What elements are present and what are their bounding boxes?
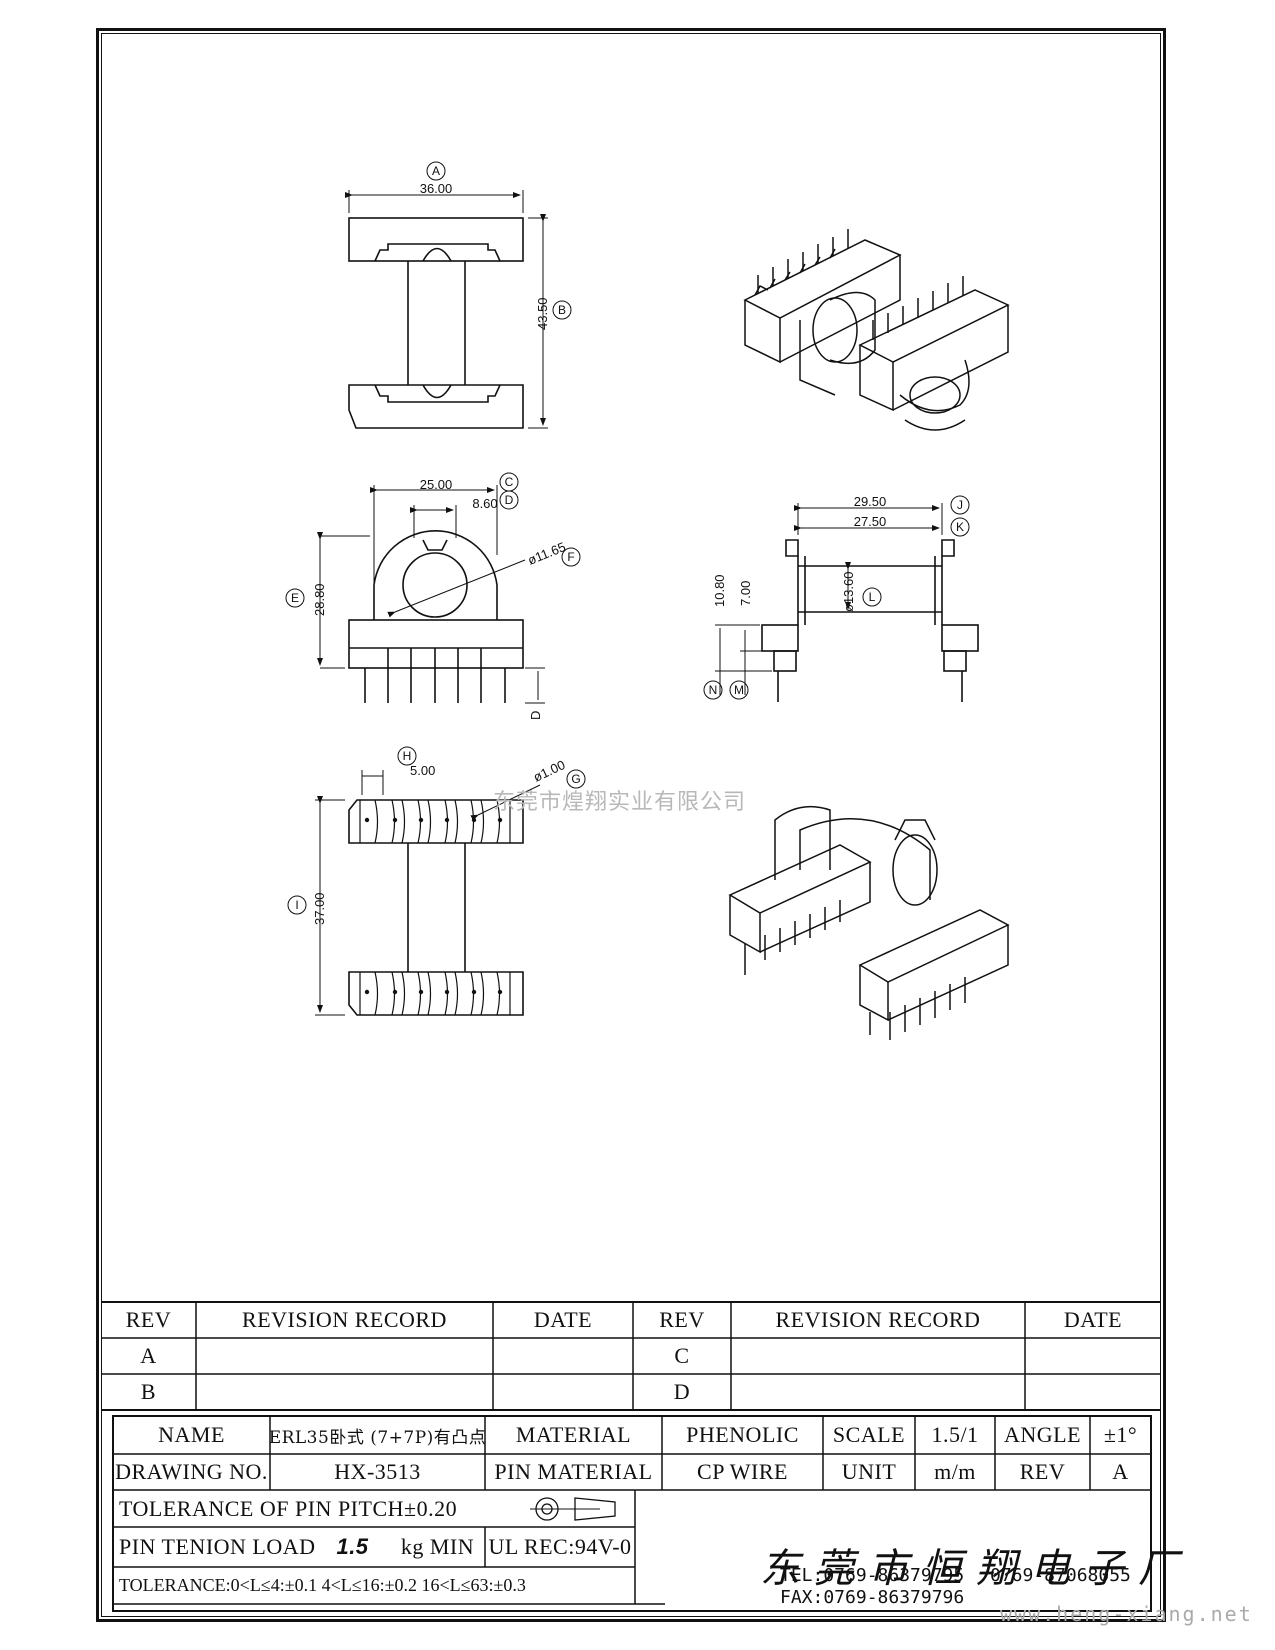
bottom-view	[315, 770, 541, 1016]
drawing-no-label: DRAWING NO.	[115, 1459, 268, 1484]
balloon-B: B	[558, 303, 566, 317]
pin-slots-top	[359, 799, 511, 844]
balloon-F: F	[567, 550, 574, 564]
dim-value-L: ø13.60	[841, 572, 856, 612]
isometric-view-top	[743, 229, 1010, 431]
drawing-frame-inner	[101, 33, 1161, 1617]
title-block-grid	[101, 1301, 1161, 1612]
revision-record-header-right: REVISION RECORD	[775, 1307, 981, 1332]
scale-label: SCALE	[832, 1422, 906, 1447]
dim-value-C: 25.00	[420, 477, 453, 492]
watermark-text: 东莞市煌翔实业有限公司	[493, 790, 747, 815]
dim-value-J: 29.50	[854, 494, 887, 509]
website-watermark: www.heng-xiang.net	[1000, 1602, 1253, 1626]
dim-value-H: 5.00	[410, 763, 435, 778]
pin-tension-value: 1.5	[336, 1534, 369, 1559]
rev-header-right: REV	[659, 1307, 705, 1332]
angle-value: ±1°	[1103, 1422, 1138, 1447]
drawing-frame-outer	[96, 28, 1166, 1622]
isometric-view-bottom	[728, 805, 1010, 1040]
pin-material-label: PIN MATERIAL	[494, 1459, 653, 1484]
tel-number-2: 0769-87068055	[990, 1565, 1131, 1586]
dim-value-G: ø1.00	[531, 757, 567, 785]
scale-value: 1.5/1	[931, 1422, 979, 1447]
rev-row-c: C	[674, 1343, 690, 1368]
dim-value-N: 10.80	[712, 574, 727, 607]
unit-label: UNIT	[841, 1459, 897, 1484]
dim-value-F: ø11.65	[526, 539, 568, 568]
projection-symbol	[530, 1497, 616, 1521]
balloon-H: H	[403, 749, 412, 763]
dim-value-E: 28.80	[312, 583, 327, 616]
balloon-C: C	[505, 475, 514, 489]
top-view	[345, 190, 548, 429]
material-value: PHENOLIC	[686, 1422, 799, 1447]
pin-material-value: CP WIRE	[697, 1459, 788, 1484]
pin-tension-unit: kg MIN	[400, 1534, 475, 1559]
rev-row-d: D	[673, 1379, 691, 1404]
name-label: NAME	[158, 1422, 225, 1447]
balloon-G: G	[571, 772, 580, 786]
angle-label: ANGLE	[1003, 1422, 1082, 1447]
date-header-left: DATE	[533, 1307, 593, 1332]
rev-header-left: REV	[125, 1307, 172, 1332]
dim-value-K: 27.50	[854, 514, 887, 529]
tel-number: TEL:0769-86379795	[780, 1565, 965, 1586]
dimension-balloons	[285, 161, 970, 915]
balloon-J: J	[957, 498, 963, 512]
rev-row-a: A	[140, 1343, 157, 1368]
balloon-K: K	[956, 520, 964, 534]
fax-number: FAX:0769-86379796	[780, 1587, 965, 1608]
balloon-L: L	[869, 590, 876, 604]
dimension-values: 36.00 25.00 8.60 ø11.65 5.00 ø1.00 29.50…	[312, 181, 886, 925]
name-value: ERL35卧式 (7+7P)有凸点	[270, 1427, 485, 1448]
tolerance-line: TOLERANCE:0<L≤4:±0.1 4<L≤16:±0.2 16<L≤63…	[119, 1575, 526, 1595]
material-label: MATERIAL	[515, 1422, 632, 1447]
balloon-A: A	[432, 164, 440, 178]
dim-value-M: 7.00	[738, 581, 753, 606]
pin-tension-label: PIN TENION LOAD	[119, 1534, 316, 1559]
balloon-N: N	[709, 683, 718, 697]
balloon-M: M	[734, 683, 744, 697]
balloon-D: D	[505, 493, 514, 507]
balloon-E: E	[291, 591, 299, 605]
rev-value: A	[1112, 1459, 1129, 1484]
dim-value-A: 36.00	[420, 181, 453, 196]
dim-label-D-pin: D	[528, 711, 543, 720]
rev-row-b: B	[140, 1379, 157, 1404]
company-name: 东莞市恒翔电子厂	[760, 1546, 1192, 1592]
dim-value-I: 37.00	[312, 892, 327, 925]
balloon-letters: A B C D F E H G I J K L N M	[291, 164, 964, 912]
dim-value-B: 43.50	[535, 297, 550, 330]
pin-holes	[364, 817, 503, 995]
tolerance-pin-pitch: TOLERANCE OF PIN PITCH±0.20	[119, 1495, 458, 1521]
front-view	[317, 485, 545, 704]
dim-value-D: 8.60	[472, 496, 497, 511]
pin-row-front	[364, 648, 506, 703]
side-view	[715, 503, 979, 702]
date-header-right: DATE	[1063, 1307, 1123, 1332]
drawing-no-value: HX-3513	[334, 1459, 421, 1484]
rev-label: REV	[1019, 1459, 1066, 1484]
ul-rec: UL REC:94V-0	[488, 1534, 632, 1559]
unit-value: m/m	[934, 1459, 976, 1484]
balloon-I: I	[295, 898, 298, 912]
revision-record-header-left: REVISION RECORD	[242, 1307, 447, 1332]
pin-slots-bottom	[359, 971, 511, 1016]
